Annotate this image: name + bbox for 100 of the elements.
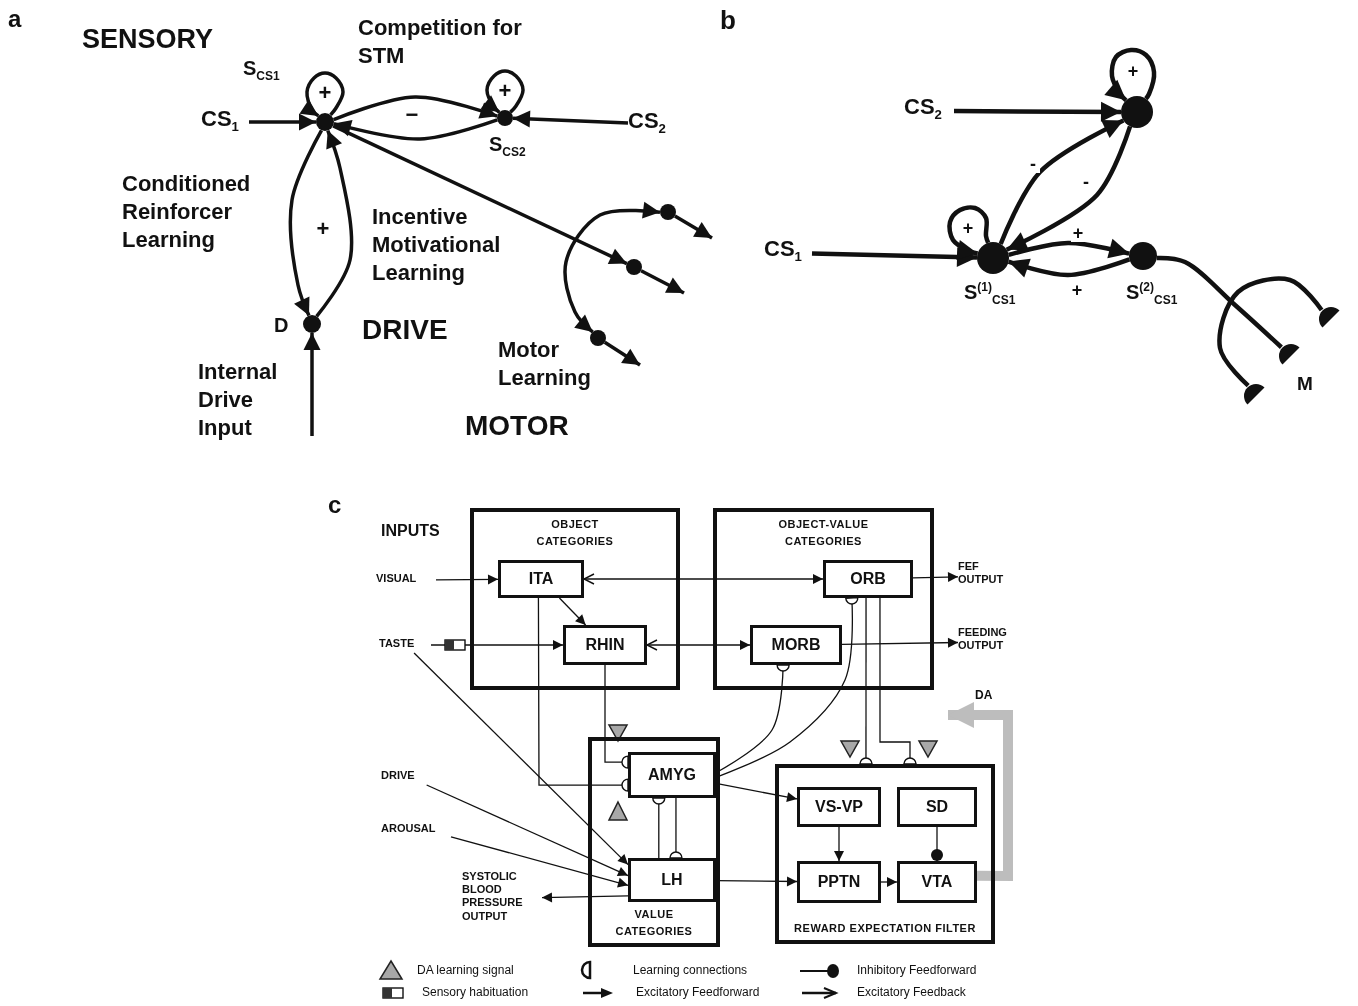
output-label: FEF OUTPUT: [958, 560, 1022, 587]
arrow: [948, 702, 1013, 882]
arrow: [558, 597, 587, 626]
input-label: DRIVE: [381, 769, 431, 783]
neuron-dot: [497, 110, 513, 126]
section-title: DRIVE: [362, 313, 449, 347]
region-title: REWARD EXPECTATION FILTER: [793, 920, 977, 936]
neuron-dot: [626, 259, 642, 275]
arrow: [998, 118, 1125, 245]
annotation: Internal Drive Input: [198, 358, 279, 442]
output-label: SYSTOLIC BLOOD PRESSURE OUTPUT: [462, 870, 542, 923]
double-arrow: [646, 639, 751, 651]
input-label: AROUSAL: [381, 822, 451, 836]
arrow: [954, 101, 1121, 122]
panel-letter: a: [8, 4, 23, 34]
arrow: [640, 269, 685, 295]
synapse-connector: [859, 597, 873, 765]
region-box: [588, 737, 720, 947]
double-arrow: [583, 573, 824, 585]
legend-label: Learning connections: [633, 963, 748, 977]
arrow: [1007, 257, 1131, 278]
connector: [1156, 255, 1283, 349]
region-box: [775, 764, 995, 944]
arrow: [413, 652, 629, 866]
area-box: [797, 787, 881, 827]
area-label: LH: [661, 871, 683, 889]
section-title: INPUTS: [381, 521, 441, 541]
annotation: Conditioned Reinforcer Learning: [122, 170, 252, 254]
arrow: [541, 892, 629, 903]
arrow: [841, 637, 959, 648]
neuron-dot: [1121, 96, 1153, 128]
arrow: [426, 784, 629, 877]
area-box: [897, 787, 977, 827]
connector: [1217, 276, 1324, 388]
arrow: [333, 118, 498, 141]
legend-label: Sensory habituation: [422, 985, 529, 999]
arrow: [947, 205, 991, 260]
stimulus-label: CS$_{1}$: [764, 236, 812, 266]
output-label: FEEDING OUTPUT: [958, 626, 1024, 653]
arrow: [450, 836, 629, 888]
arrow: [288, 129, 324, 317]
neuron-dot: [660, 204, 676, 220]
arrow: [430, 640, 564, 650]
area-label: PPTN: [817, 873, 861, 891]
area-box: [823, 560, 913, 598]
arrow: [880, 877, 898, 887]
synapse-connector: [537, 597, 629, 792]
area-label: SD: [925, 798, 949, 816]
region-title: OBJECT-VALUE CATEGORIES: [777, 517, 870, 550]
neuron-dot: [303, 315, 321, 333]
arrow: [912, 572, 959, 583]
synapse-connector: [604, 664, 629, 769]
stimulus-label: CS$_{2}$: [628, 108, 678, 138]
section-title: SENSORY: [82, 23, 215, 56]
neuron-dot: [316, 113, 334, 131]
arrow: [1104, 47, 1157, 102]
legend-label: Excitatory Feedforward: [636, 985, 760, 999]
output-label: M: [1297, 372, 1314, 396]
area-label: AMYG: [648, 766, 696, 784]
neuron-dot: [1129, 242, 1157, 270]
neuron-dot: [977, 242, 1009, 274]
annotation: Incentive Motivational Learning: [372, 203, 502, 287]
neuron-label: D: [274, 313, 289, 338]
synapse-connector: [652, 797, 666, 859]
area-box: [750, 625, 842, 665]
arrow: [249, 113, 316, 131]
synapse-connector: [879, 597, 917, 765]
neuron-label: S$_{CS2}$: [489, 132, 526, 161]
arrow: [834, 826, 844, 862]
area-box: [628, 752, 716, 798]
arrow: [512, 110, 629, 128]
neuron-label: S$_{CS1}$: [243, 56, 280, 85]
area-label: VTA: [921, 873, 953, 891]
area-box: [563, 625, 647, 665]
region-title: VALUE CATEGORIES: [614, 906, 694, 939]
area-box: [498, 560, 584, 598]
area-label: MORB: [771, 636, 821, 654]
input-label: TASTE: [379, 637, 431, 651]
panel-letter: c: [328, 490, 343, 520]
arrow: [299, 71, 345, 118]
section-title: MOTOR: [465, 409, 570, 443]
area-label: ORB: [850, 570, 886, 588]
stimulus-label: CS$_{2}$: [904, 94, 954, 124]
legend-label: DA learning signal: [417, 963, 514, 977]
region-box: [470, 508, 680, 690]
input-label: VISUAL: [376, 572, 436, 586]
area-label: VS-VP: [815, 798, 863, 816]
synapse-connector: [669, 797, 683, 859]
annotation: Competition for STM: [358, 14, 523, 70]
area-box: [628, 858, 716, 902]
area-label: RHIN: [585, 636, 625, 654]
region-title: OBJECT CATEGORIES: [535, 517, 615, 550]
legend-label: Inhibitory Feedforward: [857, 963, 977, 977]
arrow: [1008, 238, 1130, 259]
area-label: ITA: [528, 570, 554, 588]
signal-label: DA: [975, 688, 994, 704]
arrow: [811, 247, 978, 268]
arrow: [303, 333, 321, 436]
double-arrow: [563, 201, 661, 334]
annotation: Motor Learning: [498, 336, 592, 392]
